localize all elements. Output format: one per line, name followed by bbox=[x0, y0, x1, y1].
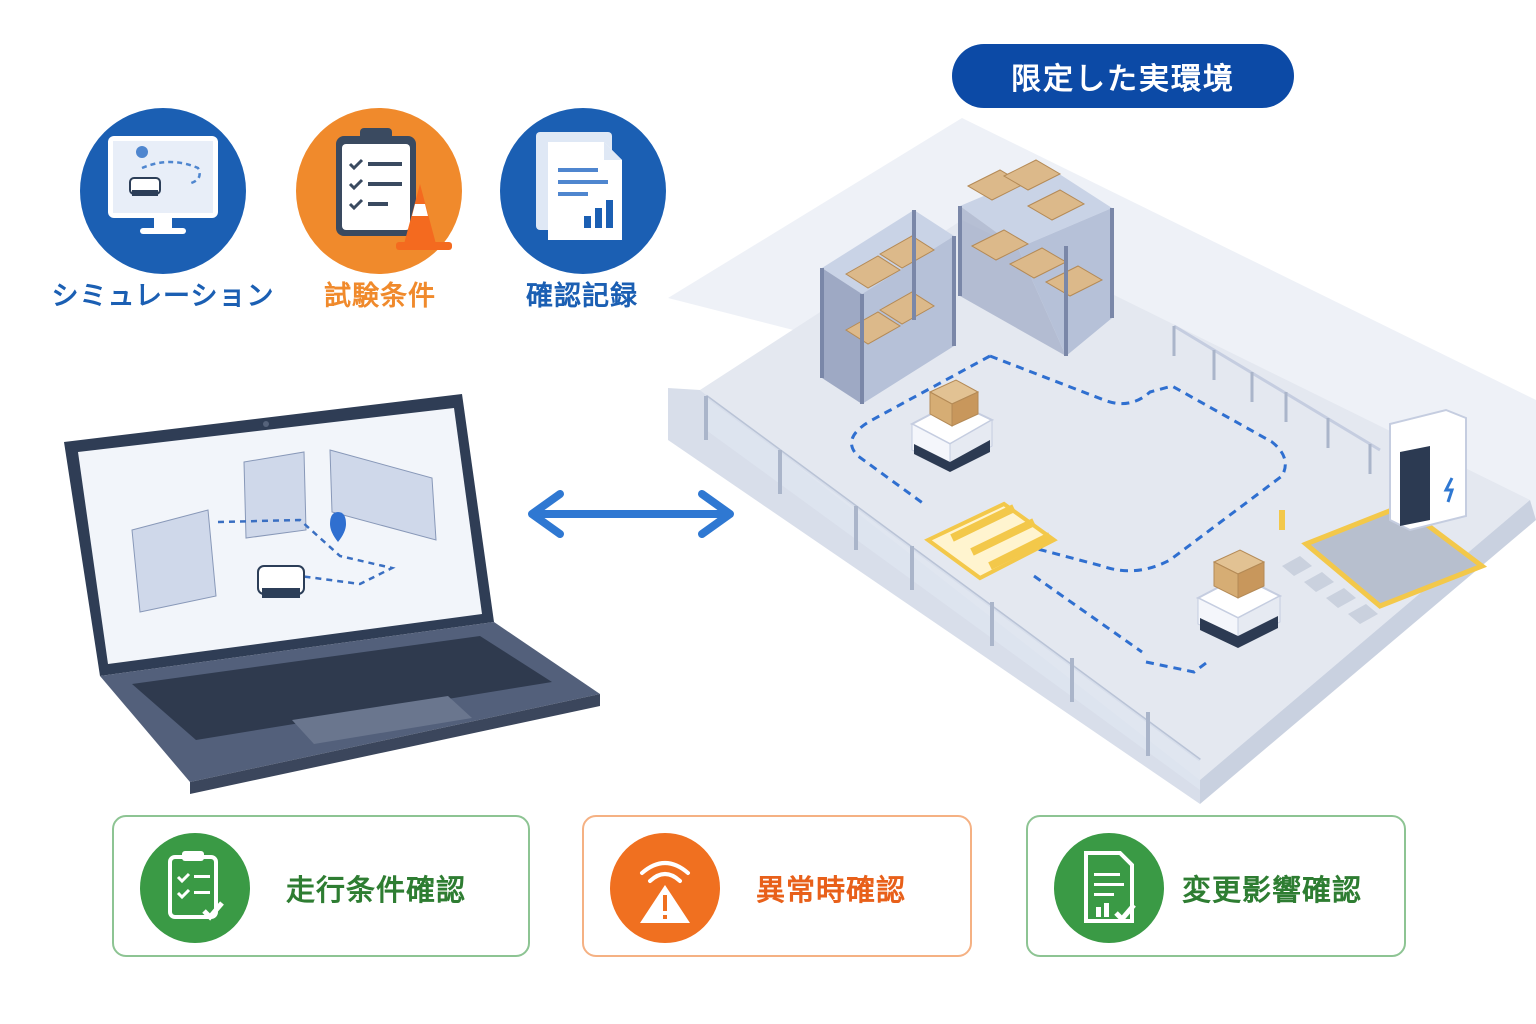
test-conditions-icon-circle bbox=[296, 108, 462, 274]
warning-signal-icon bbox=[640, 861, 690, 923]
document-chart-icon bbox=[536, 132, 622, 240]
monitor-robot-route-icon bbox=[108, 136, 218, 234]
card-driving-conditions: 走行条件確認 bbox=[112, 815, 530, 957]
clipboard-check-icon bbox=[168, 851, 224, 921]
environment-badge: 限定した実環境 bbox=[952, 44, 1294, 108]
card-abnormal-check: 異常時確認 bbox=[582, 815, 972, 957]
records-icon-circle bbox=[500, 108, 666, 274]
simulation-label: シミュレーション bbox=[51, 281, 275, 312]
records-label: 確認記録 bbox=[526, 281, 638, 312]
card-label: 変更影響確認 bbox=[1182, 873, 1363, 907]
test-conditions-label: 試験条件 bbox=[324, 281, 436, 312]
card-icon-circle bbox=[1054, 833, 1164, 943]
card-label: 走行条件確認 bbox=[286, 873, 467, 907]
card-icon-circle bbox=[610, 833, 720, 943]
card-icon-circle bbox=[140, 833, 250, 943]
card-label: 異常時確認 bbox=[756, 873, 907, 907]
card-change-impact: 変更影響確認 bbox=[1026, 815, 1406, 957]
clipboard-checklist-cone-icon bbox=[336, 128, 452, 250]
document-chart-check-icon bbox=[1084, 851, 1136, 923]
simulation-icon-circle bbox=[80, 108, 246, 274]
